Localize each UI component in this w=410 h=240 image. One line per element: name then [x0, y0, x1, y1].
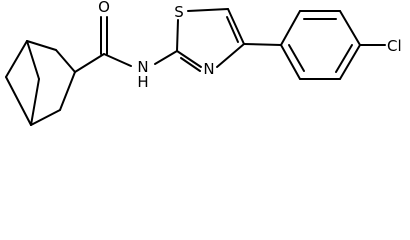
bond-thiazole — [176, 19, 179, 52]
bond-norbornane — [5, 76, 32, 126]
bond-norbornane-bridge — [26, 40, 40, 80]
bond-phenyl — [280, 44, 301, 80]
bond-nitrogen-to-thiazole — [154, 50, 178, 65]
amide-nitrogen-label: N — [137, 58, 148, 76]
bond-thiazole — [227, 8, 245, 45]
bond-phenyl — [339, 44, 361, 80]
chlorine-label: Cl — [387, 37, 402, 55]
bond-thiazole-inner — [226, 16, 239, 43]
bond-thiazole — [187, 8, 229, 12]
oxygen-label: O — [98, 0, 110, 16]
carboxamide-group — [74, 16, 178, 73]
thiazole-nitrogen-label: N — [203, 60, 214, 78]
bond-carbonyl-to-nitrogen — [103, 53, 132, 67]
norbornane-ring — [5, 40, 76, 126]
bond-phenyl — [280, 10, 301, 46]
bond-phenyl-inner — [288, 44, 305, 72]
bond-thiazole-to-phenyl — [243, 43, 282, 46]
amide-hydrogen-label: H — [137, 73, 148, 91]
bond-thiazole-inner — [180, 57, 201, 72]
bond-norbornane — [5, 40, 28, 78]
bond-phenyl-inner — [335, 44, 353, 73]
bond-norbornane — [55, 49, 76, 73]
bond-phenyl — [339, 10, 361, 46]
bond-thiazole — [216, 43, 245, 68]
bond-norbornane — [59, 71, 76, 111]
thiazole-ring — [176, 8, 245, 72]
thiazole-sulfur-label: S — [174, 3, 184, 21]
bond-ring-to-carbonyl — [74, 53, 105, 73]
atom-labels: O N H S N Cl — [98, 0, 402, 91]
bond-norbornane-bridge — [30, 78, 40, 126]
bond-norbornane — [26, 40, 57, 51]
chlorophenyl-ring — [280, 10, 386, 80]
bond-norbornane — [30, 109, 61, 126]
bond-thiazole — [176, 50, 202, 68]
molecule-structure: O N H S N Cl — [5, 0, 402, 126]
